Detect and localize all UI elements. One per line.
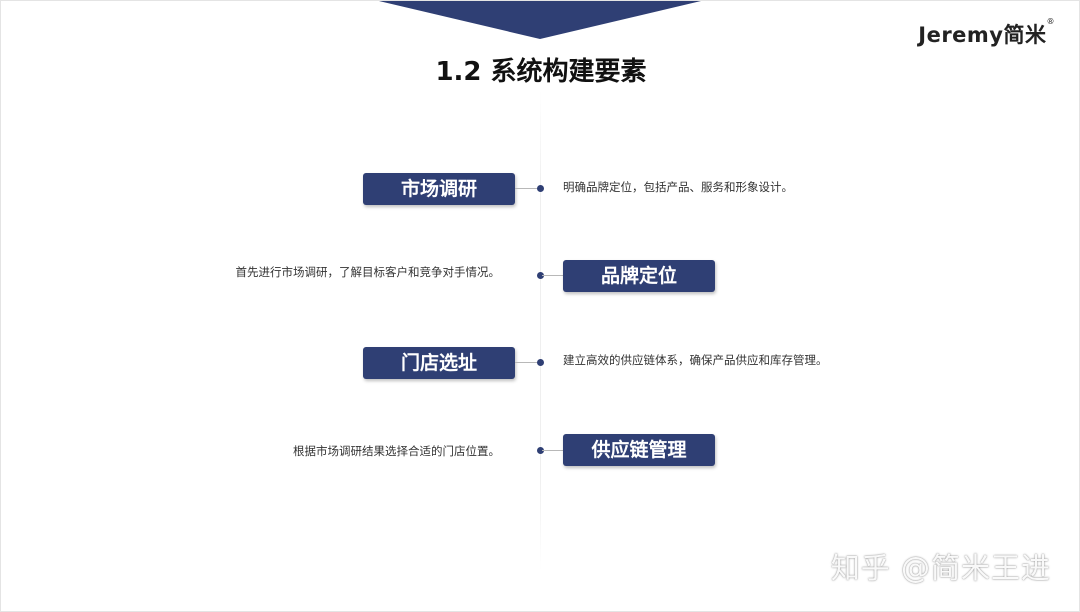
top-banner-shape <box>379 1 701 39</box>
item-label-supply-chain: 供应链管理 <box>563 434 715 466</box>
center-divider <box>540 91 541 571</box>
registered-mark: ® <box>1046 17 1055 26</box>
item-label-brand-positioning: 品牌定位 <box>563 260 715 292</box>
connector-line <box>515 362 540 363</box>
connector-line <box>542 275 564 276</box>
item-description-supply-chain: 根据市场调研结果选择合适的门店位置。 <box>293 444 500 458</box>
item-description-store-location: 建立高效的供应链体系，确保产品供应和库存管理。 <box>563 353 828 367</box>
connector-line <box>515 188 540 189</box>
item-label-store-location: 门店选址 <box>363 347 515 379</box>
connector-line <box>542 450 564 451</box>
timeline-dot <box>537 359 544 366</box>
item-description-market-research: 明确品牌定位，包括产品、服务和形象设计。 <box>563 180 793 194</box>
item-description-brand-positioning: 首先进行市场调研，了解目标客户和竞争对手情况。 <box>235 265 501 279</box>
watermark-text: 知乎 @简米王进 <box>830 551 1051 585</box>
timeline-dot <box>537 185 544 192</box>
brand-logo: Jeremy简米® <box>918 17 1055 49</box>
page-title: 1.2 系统构建要素 <box>435 57 647 87</box>
brand-logo-text: Jeremy简米 <box>918 23 1047 47</box>
timeline-dot <box>537 272 544 279</box>
timeline-dot <box>537 447 544 454</box>
item-label-market-research: 市场调研 <box>363 173 515 205</box>
